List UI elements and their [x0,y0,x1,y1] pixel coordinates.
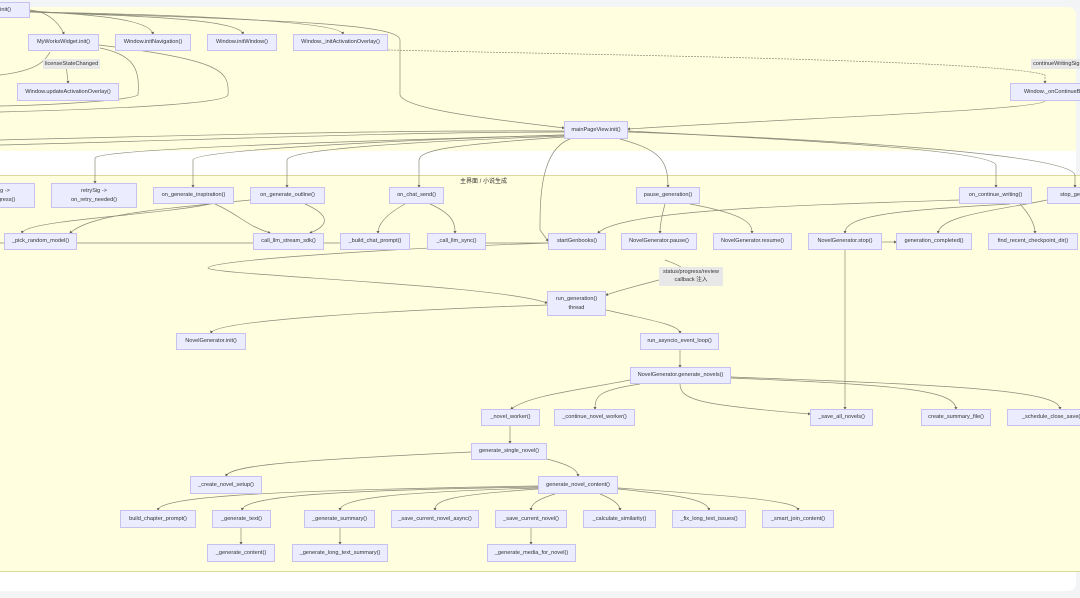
node-continue-worker[interactable]: _continue_novel_worker() [554,409,635,426]
node-update-overlay[interactable]: Window.updateActivationOverlay() [17,83,119,101]
node-gen-single[interactable]: generate_single_novel() [471,443,547,460]
node-ng-resume[interactable]: NovelGenerator.resume() [713,233,792,250]
node-on-continue[interactable]: on_continue_writing() [959,187,1032,204]
node-summary-file[interactable]: create_summary_file() [921,409,991,426]
edge-label-license-state-changed: licenseStateChanged [43,59,101,70]
node-llm-sync[interactable]: _call_llm_sync() [427,233,486,250]
node-on-chat-send[interactable]: on_chat_send() [389,187,444,204]
node-pause-gen[interactable]: pause_generation() [636,187,700,204]
node-stop-gen[interactable]: stop_generation() [1047,187,1080,204]
node-ng-pause[interactable]: NovelGenerator.pause() [621,233,697,250]
node-similarity[interactable]: _calculate_similarity() [583,510,656,528]
node-save-all[interactable]: _save_all_novels() [810,409,873,426]
node-mywork-init[interactable]: MyWorksWidget.init() [28,34,99,51]
edge-label-continue-writing-sig: continueWritingSig [1031,59,1080,70]
node-chapter-prompt[interactable]: build_chapter_prompt() [120,510,196,528]
node-on-continue-batch[interactable]: Window._onContinueBatch [1010,83,1080,101]
node-retry-sig[interactable]: retrySig -> on_retry_needed() [51,183,137,208]
node-find-ckpt[interactable]: find_recent_checkpoint_dir() [988,233,1078,250]
node-window-init[interactable]: Window.init() [0,2,30,18]
node-llm-stream[interactable]: call_llm_stream_sdk() [253,233,324,250]
node-run-gen[interactable]: run_generation() thread [547,291,606,316]
node-gen-content2[interactable]: _generate_content() [207,544,275,562]
node-pick-model[interactable]: _pick_random_model() [4,233,77,250]
node-save-current[interactable]: _save_current_novel() [495,510,567,528]
node-init-overlay[interactable]: Window._initActivationOverlay() [293,34,388,51]
edge-label-callback-injection: status/progress/review callback 注入 [659,267,723,286]
node-start-gen[interactable]: startGenbooks() [548,233,606,250]
node-on-gen-outline[interactable]: on_generate_outline() [250,187,325,204]
node-schedule-close[interactable]: _schedule_close_save() [1007,409,1080,426]
node-gen-media[interactable]: _generate_media_for_novel() [487,544,576,562]
node-fix-long[interactable]: _fix_long_text_issues() [672,510,746,528]
node-ng-init[interactable]: NovelGenerator.init() [176,333,246,350]
node-novel-worker[interactable]: _novel_worker() [481,409,540,426]
node-create-setup[interactable]: _create_novel_setup() [190,476,262,494]
node-gen-completed[interactable]: generation_completed() [896,233,972,250]
node-gen-content[interactable]: generate_novel_content() [538,476,618,494]
node-gen-summary[interactable]: _generate_summary() [304,510,375,528]
node-build-chat[interactable]: _build_chat_prompt() [340,233,410,250]
node-on-gen-insp[interactable]: on_generate_inspiration() [153,187,234,204]
node-long-summary[interactable]: _generate_long_text_summary() [292,544,388,562]
node-ng-stop[interactable]: NovelGenerator.stop() [808,233,882,250]
node-gen-novels[interactable]: NovelGenerator.generate_novels() [630,367,731,384]
node-mainpage-init[interactable]: mainPageView.init() [564,121,628,139]
node-init-window[interactable]: Window.initWindow() [207,34,277,51]
node-progress-sig[interactable]: Sig -> progress() [0,183,35,208]
node-save-async[interactable]: _save_current_novel_async() [391,510,479,528]
node-gen-text[interactable]: _generate_text() [212,510,271,528]
node-asyncio-loop[interactable]: run_asyncio_event_loop() [640,333,719,350]
node-smart-join[interactable]: _smart_join_content() [762,510,834,528]
node-init-nav[interactable]: Window.initNavigation() [115,34,191,51]
window-init-region [0,7,1076,151]
subgraph-title: 主界面 / 小说生成 [460,179,508,185]
